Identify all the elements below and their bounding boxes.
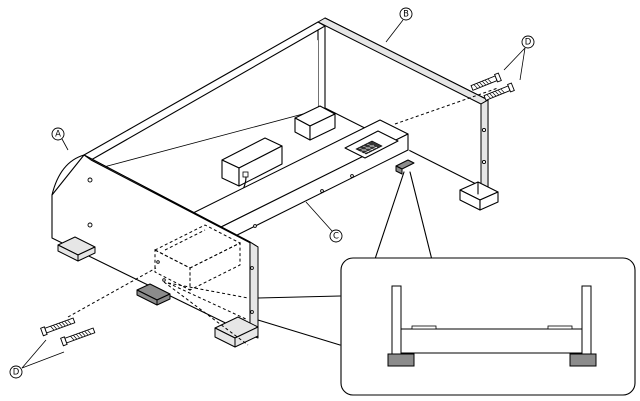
guide-lines [67,87,499,346]
svg-text:B: B [403,10,409,20]
callout-c: C [305,201,343,243]
front-left-foot [57,236,96,262]
inner-floor [99,40,410,240]
callout-a: A [51,127,69,151]
callout-d-top: D [521,35,535,49]
detail-inset [340,257,636,396]
control-box-small [294,105,336,141]
detail-leaders [257,171,433,346]
screws-top [470,47,526,101]
control-box-large [221,137,283,209]
rear-right-foot [459,181,499,211]
callout-b: B [385,7,413,43]
svg-text:A: A [55,130,61,140]
back-panel [317,17,489,195]
hidden-bracket [153,224,242,291]
svg-text:D: D [525,38,532,48]
beam-right-foot [395,159,415,175]
side-panel [51,154,259,339]
cross-beam [174,119,409,253]
svg-text:D: D [13,368,20,378]
front-right-foot [214,316,259,348]
callout-d-bottom: D [9,365,23,379]
side-dark-foot [136,283,171,306]
svg-text:C: C [333,232,339,242]
screws-bottom [21,317,96,369]
